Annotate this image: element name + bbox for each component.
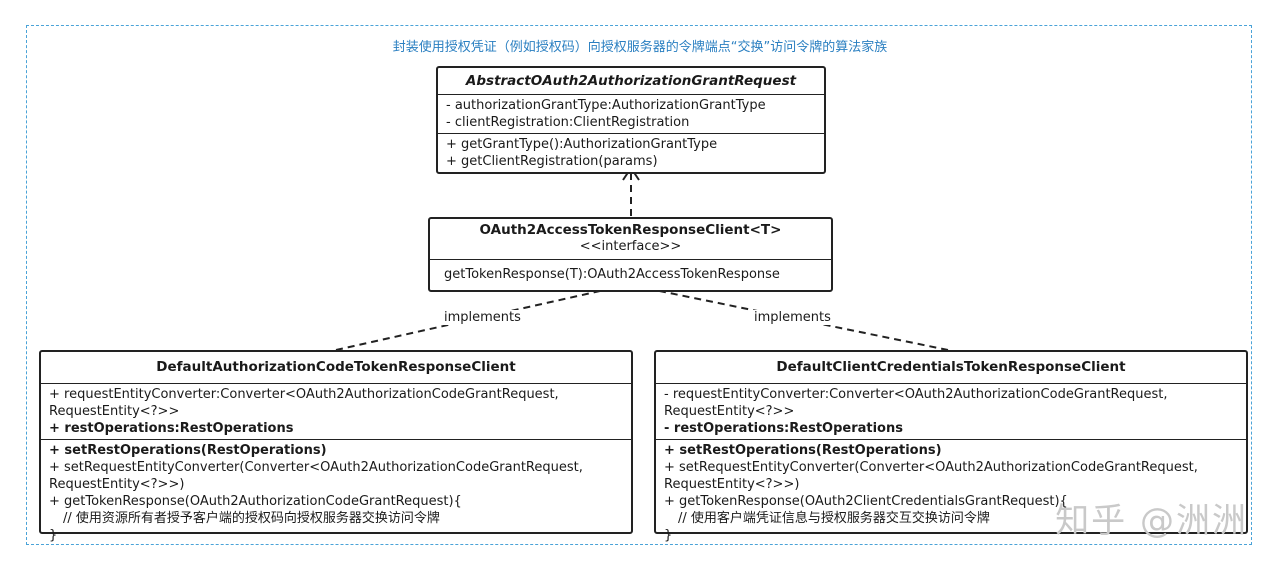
- implements-label-right: implements: [751, 310, 834, 325]
- field: + restOperations:RestOperations: [49, 421, 294, 436]
- method: + setRequestEntityConverter(Converter<OA…: [49, 460, 583, 475]
- method: RequestEntity<?>>): [49, 477, 185, 492]
- field: + requestEntityConverter:Converter<OAuth…: [49, 387, 559, 402]
- field: - clientRegistration:ClientRegistration: [446, 115, 690, 130]
- authorization-code-token-response-client-class: DefaultAuthorizationCodeTokenResponseCli…: [39, 350, 633, 543]
- comment: // 使用资源所有者授予客户端的授权码向授权服务器交换访问令牌: [63, 511, 440, 526]
- implements-label-left: implements: [441, 310, 524, 325]
- comment: // 使用客户端凭证信息与授权服务器交互交换访问令牌: [678, 511, 990, 526]
- method: + setRestOperations(RestOperations): [664, 443, 942, 458]
- method: + setRequestEntityConverter(Converter<OA…: [664, 460, 1198, 475]
- class-name: DefaultAuthorizationCodeTokenResponseCli…: [156, 359, 516, 375]
- field: RequestEntity<?>>: [664, 404, 795, 419]
- watermark: 知乎 @洲洲: [1055, 501, 1248, 541]
- package-frame: [26, 25, 1252, 545]
- abstract-grant-request-class: AbstractOAuth2AuthorizationGrantRequest …: [436, 66, 826, 174]
- interface-name: OAuth2AccessTokenResponseClient<T>: [479, 222, 782, 238]
- method: + setRestOperations(RestOperations): [49, 443, 327, 458]
- method: + getTokenResponse(OAuth2ClientCredentia…: [664, 494, 1068, 509]
- class-name: AbstractOAuth2AuthorizationGrantRequest: [465, 73, 797, 89]
- field: RequestEntity<?>>: [49, 404, 180, 419]
- field: - requestEntityConverter:Converter<OAuth…: [664, 387, 1168, 402]
- client-credentials-token-response-client-class: DefaultClientCredentialsTokenResponseCli…: [654, 350, 1248, 543]
- stereotype: <<interface>>: [579, 239, 682, 254]
- frame-title: 封装使用授权凭证（例如授权码）向授权服务器的令牌端点“交换”访问令牌的算法家族: [392, 40, 888, 55]
- class-name: DefaultClientCredentialsTokenResponseCli…: [776, 359, 1126, 375]
- field: - authorizationGrantType:AuthorizationGr…: [446, 98, 766, 113]
- method: }: [664, 528, 673, 543]
- method: }: [49, 528, 58, 543]
- method: getTokenResponse(T):OAuth2AccessTokenRes…: [444, 267, 780, 282]
- method: RequestEntity<?>>): [664, 477, 800, 492]
- method: + getClientRegistration(params): [446, 154, 658, 169]
- method: + getGrantType():AuthorizationGrantType: [446, 137, 718, 152]
- field: - restOperations:RestOperations: [664, 421, 903, 436]
- method: + getTokenResponse(OAuth2AuthorizationCo…: [49, 494, 462, 509]
- access-token-response-client-interface: OAuth2AccessTokenResponseClient<T> <<int…: [428, 217, 833, 292]
